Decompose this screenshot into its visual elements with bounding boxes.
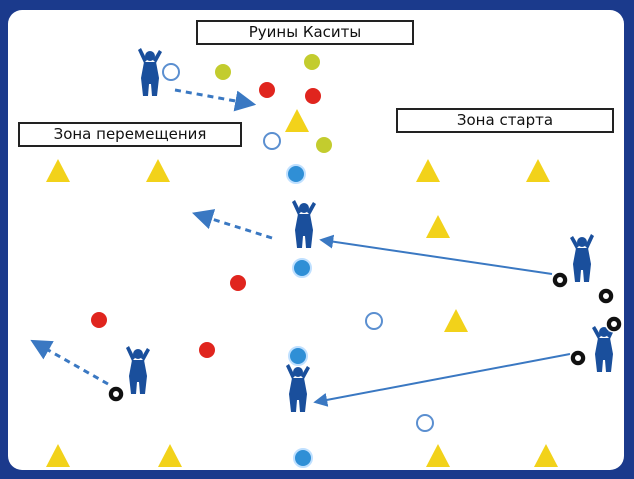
marker-icon xyxy=(259,82,275,98)
marker-icon xyxy=(286,164,306,184)
cone-icon xyxy=(158,444,182,467)
marker-icon xyxy=(162,63,180,81)
label-ruins: Руины Каситы xyxy=(196,20,414,45)
cone-icon xyxy=(46,159,70,182)
cone-icon xyxy=(426,444,450,467)
marker-icon xyxy=(263,132,281,150)
arrow-icon xyxy=(174,88,257,112)
cone-icon xyxy=(416,159,440,182)
arrow-icon xyxy=(191,209,273,240)
marker-icon xyxy=(230,275,246,291)
ball-icon xyxy=(113,391,119,397)
cone-icon xyxy=(526,159,550,182)
label-move-zone: Зона перемещения xyxy=(18,122,242,147)
marker-icon xyxy=(292,258,312,278)
cone-icon xyxy=(534,444,558,467)
marker-icon xyxy=(288,346,308,366)
marker-icon xyxy=(316,137,332,153)
arrow-icon xyxy=(313,353,571,407)
cone-icon xyxy=(146,159,170,182)
label-start-zone: Зона старта xyxy=(396,108,614,133)
marker-icon xyxy=(365,312,383,330)
marker-icon xyxy=(293,448,313,468)
ball-icon xyxy=(611,321,617,327)
arrow-icon xyxy=(319,234,553,275)
marker-icon xyxy=(416,414,434,432)
marker-icon xyxy=(199,342,215,358)
cone-icon xyxy=(444,309,468,332)
ball-icon xyxy=(575,355,581,361)
marker-icon xyxy=(305,88,321,104)
marker-icon xyxy=(91,312,107,328)
ball-icon xyxy=(557,277,563,283)
cone-icon xyxy=(285,109,309,132)
ball-icon xyxy=(603,293,609,299)
arrow-icon xyxy=(30,339,109,386)
cone-icon xyxy=(46,444,70,467)
cone-icon xyxy=(426,215,450,238)
marker-icon xyxy=(215,64,231,80)
marker-icon xyxy=(304,54,320,70)
